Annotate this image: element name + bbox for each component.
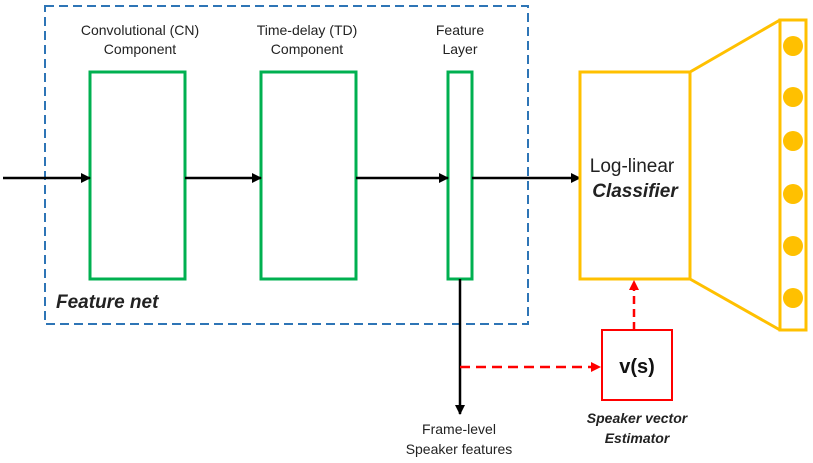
td-component-title-line1: Time-delay (TD) xyxy=(257,22,358,38)
feature-layer-title-line2: Layer xyxy=(442,41,477,57)
feature-layer-box xyxy=(446,70,474,281)
speaker-vector-caption-line1: Speaker vector xyxy=(587,410,689,426)
output-layer-box xyxy=(778,18,808,332)
speaker-vector-caption-line2: Estimator xyxy=(605,430,671,446)
trapezoid-top-edge xyxy=(689,18,781,74)
cn-component-title-line2: Component xyxy=(104,41,176,57)
classifier-box xyxy=(578,70,692,281)
output-node xyxy=(783,36,803,56)
feature-net-label: Feature net xyxy=(56,292,159,313)
speaker-vector-box xyxy=(601,329,673,401)
cn-component-title-line1: Convolutional (CN) xyxy=(81,22,199,38)
frame-level-caption-line2: Speaker features xyxy=(406,441,513,457)
output-node xyxy=(783,288,803,308)
classifier-label-line2: Classifier xyxy=(592,181,679,202)
frame-level-caption-line1: Frame-level xyxy=(422,421,496,437)
td-component-title-line2: Component xyxy=(271,41,343,57)
classifier-label-line1: Log-linear xyxy=(590,156,675,177)
output-node xyxy=(783,236,803,256)
cn-component-box xyxy=(88,70,187,281)
feature-layer-title-line1: Feature xyxy=(436,22,484,38)
output-node xyxy=(783,131,803,151)
speaker-vector-label: v(s) xyxy=(619,356,655,378)
output-node xyxy=(783,184,803,204)
td-component-box xyxy=(259,70,358,281)
trapezoid-bottom-edge xyxy=(689,277,781,332)
output-node xyxy=(783,87,803,107)
feature-net-container xyxy=(44,5,529,325)
